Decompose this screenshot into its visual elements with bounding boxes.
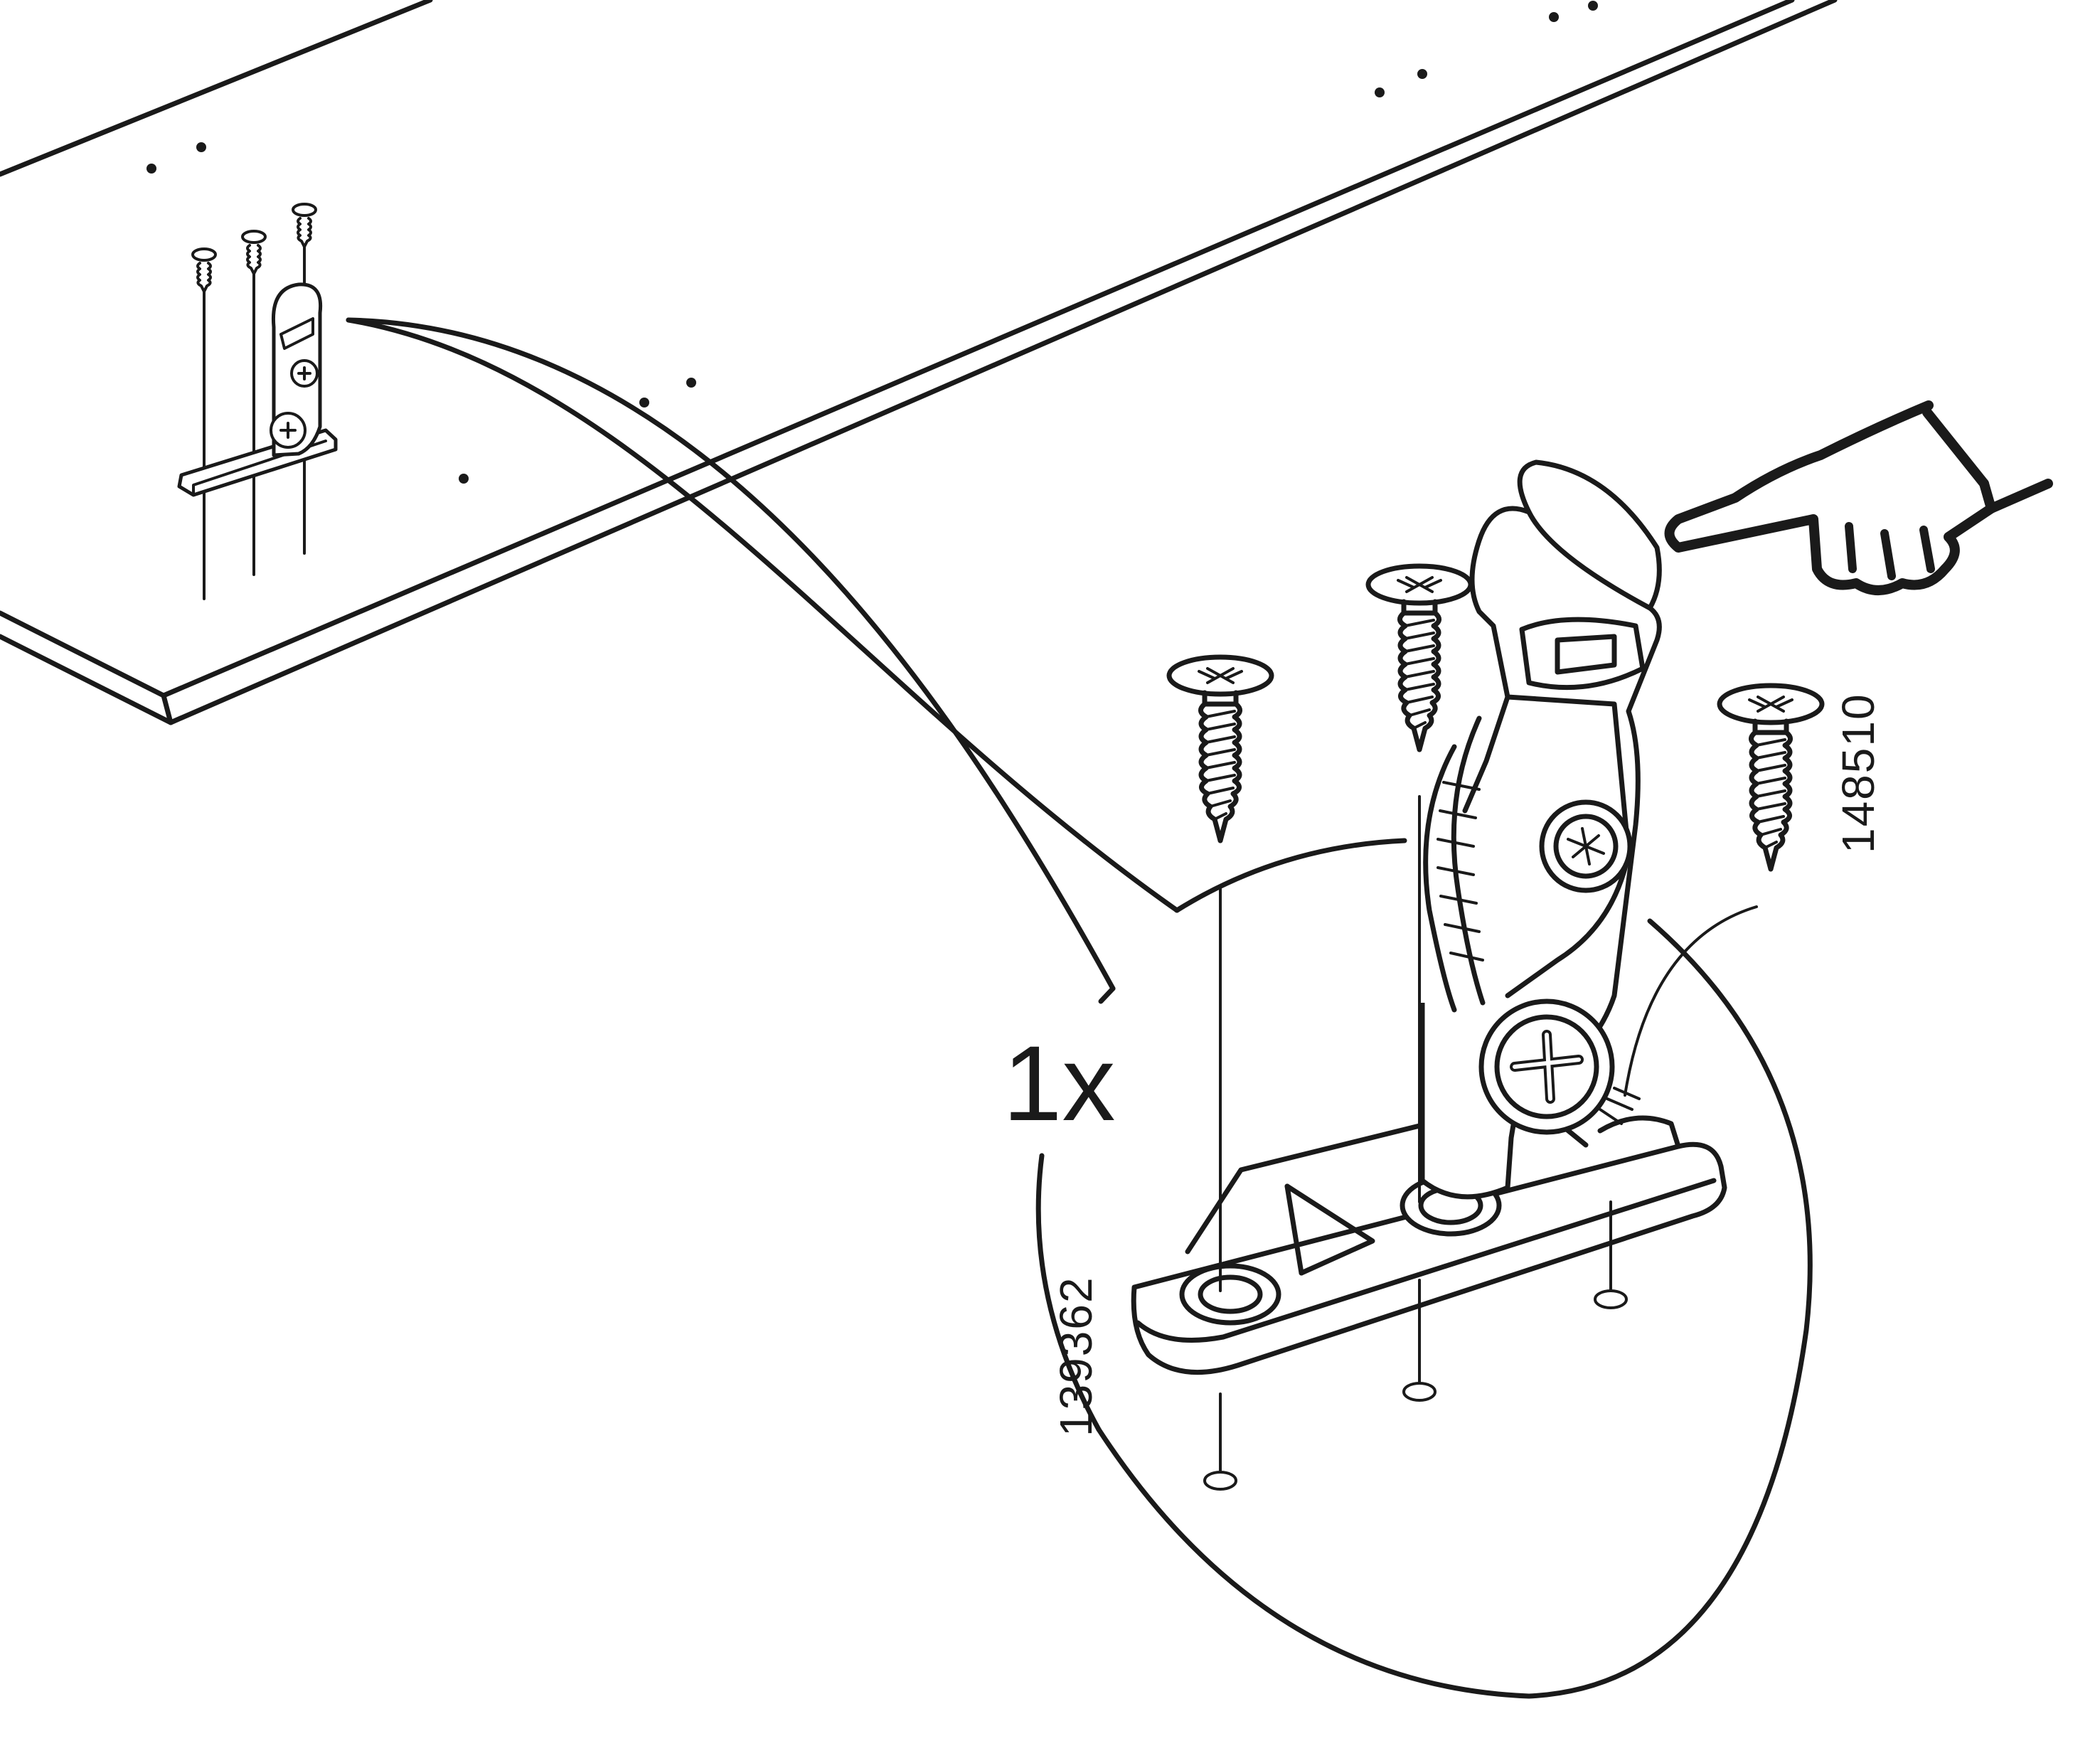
pointing-hand-icon (1664, 400, 2053, 595)
detail-callout-curve (346, 317, 1180, 991)
part-number-right: 148510 (1833, 693, 1884, 853)
screw-icon (1169, 566, 1822, 869)
detail-magnifier-circle (1035, 838, 1813, 1699)
part-number-left: 139362 (1050, 1276, 1102, 1437)
hinge-bracket-icon (1131, 459, 1727, 1375)
shelf-panel (0, 0, 1838, 725)
screw-guide-lines (1203, 795, 1758, 1491)
small-hinge-on-panel (177, 203, 338, 600)
quantity-label: 1x (1003, 1023, 1115, 1143)
